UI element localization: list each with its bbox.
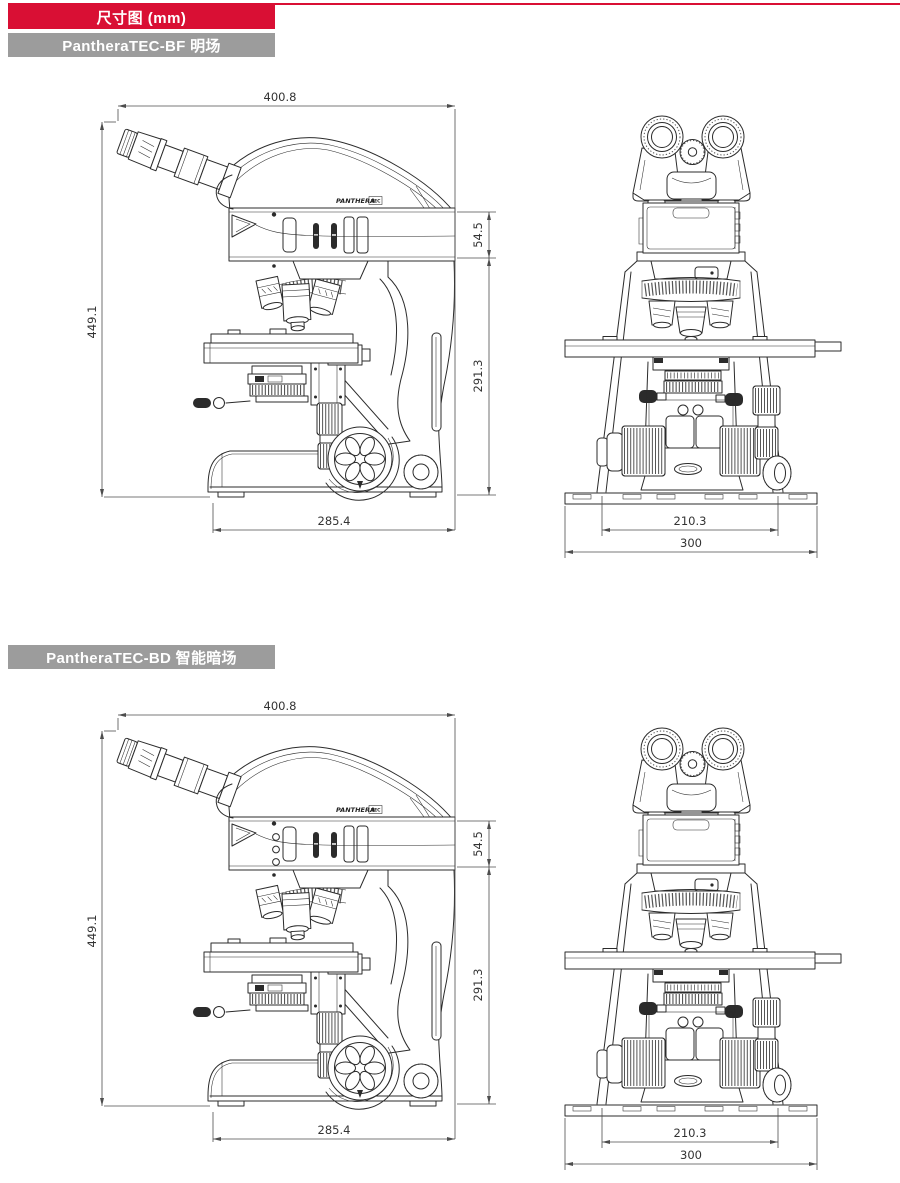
dim-label-base-depth: 285.4 [318,1123,351,1137]
dimension-base-width: 300 [564,1118,818,1170]
hinge-knob [679,139,706,165]
condenser [639,982,743,1018]
stage-knobs [752,385,792,491]
dim-label-base-width: 300 [680,536,702,550]
head-screw-dot [271,212,277,217]
dimension-overall-depth: 400.8 [117,699,456,1139]
stage [203,328,371,366]
bd-indicator-leds [272,833,280,866]
binocular-head [632,115,751,215]
section-banner-bf: PantheraTEC-BF 明场 [8,33,275,57]
eyepiece-tube [116,737,242,808]
objectives [255,884,341,941]
dimension-frame-height: 291.3 [457,867,496,1105]
stage [203,937,371,975]
accent-top-line [8,3,900,5]
base [564,1104,818,1117]
condenser [193,974,309,1018]
focus-knob [325,426,439,501]
eyepiece-tube [116,128,242,199]
dimension-frame-height: 291.3 [457,258,496,496]
dim-label-frame-height: 291.3 [471,969,485,1002]
dimension-stand-width: 210.3 [601,496,779,536]
dim-label-stand-width: 210.3 [674,1126,707,1140]
dim-label-overall-depth: 400.8 [264,90,297,104]
stage-knobs [752,997,792,1103]
head: PANTHERA TEC [226,137,456,268]
brand-badge: TEC [371,199,381,205]
dim-label-base-depth: 285.4 [318,514,351,528]
objectives [648,300,734,342]
front-view-drawing: 210.3 300 [564,727,842,1170]
section-banner-bd: PantheraTEC-BD 智能暗场 [8,645,275,669]
dimension-base-depth: 285.4 [212,1112,455,1142]
dim-label-overall-height: 449.1 [85,915,99,948]
dim-label-head-height: 54.5 [471,222,485,248]
brand-logo: PANTHERA [336,806,375,814]
condenser [193,365,309,409]
section-label-bf: PantheraTEC-BF 明场 [62,37,221,55]
dimension-overall-height: 449.1 [85,121,210,498]
binocular-head [632,727,751,827]
side-view-drawing: PANTHERA TEC [85,699,496,1142]
base [564,492,818,505]
bf-front-view: 210.3 300 [545,100,865,570]
nosepiece [641,260,741,302]
nosepiece [641,872,741,914]
front-view-drawing: 210.3 300 [564,115,842,558]
head-screw-dot [271,821,277,826]
dimension-base-depth: 285.4 [212,503,455,533]
dim-label-head-height: 54.5 [471,831,485,857]
lower-frame [640,973,744,1103]
focus-knobs [596,1037,761,1089]
bd-front-view: 210.3 300 [545,712,865,1182]
head: PANTHERA TEC [226,746,456,877]
focus-knob [325,1035,439,1110]
dimension-head-height: 54.5 [457,211,496,259]
dimension-base-width: 300 [564,506,818,558]
dimension-head-height: 54.5 [457,820,496,868]
focus-knobs [596,425,761,477]
hinge-knob [679,751,706,777]
dim-label-stand-width: 210.3 [674,514,707,528]
brand-badge: TEC [371,808,381,814]
condenser [639,370,743,406]
page-title: 尺寸图 (mm) [96,9,187,27]
stage [564,336,842,371]
page-title-banner: 尺寸图 (mm) [8,5,275,29]
section-label-bd: PantheraTEC-BD 智能暗场 [46,649,237,667]
dimension-overall-depth: 400.8 [117,90,456,530]
dimension-stand-width: 210.3 [601,1108,779,1148]
dim-label-overall-height: 449.1 [85,306,99,339]
head-block [638,814,741,866]
lower-frame [640,361,744,491]
head-block [638,202,741,254]
objectives [648,912,734,954]
brand-logo: PANTHERA [336,197,375,205]
side-view-drawing: PANTHERA TEC [85,90,496,533]
dimension-overall-height: 449.1 [85,730,210,1107]
dim-label-overall-depth: 400.8 [264,699,297,713]
bd-side-view: PANTHERA TEC [80,694,500,1179]
stage [564,948,842,983]
objectives [255,275,341,332]
hinge-bulge [215,174,234,210]
dim-label-base-width: 300 [680,1148,702,1162]
hinge-bulge [215,783,234,819]
bf-side-view: PANTHERA TEC [80,85,500,570]
dim-label-frame-height: 291.3 [471,360,485,393]
